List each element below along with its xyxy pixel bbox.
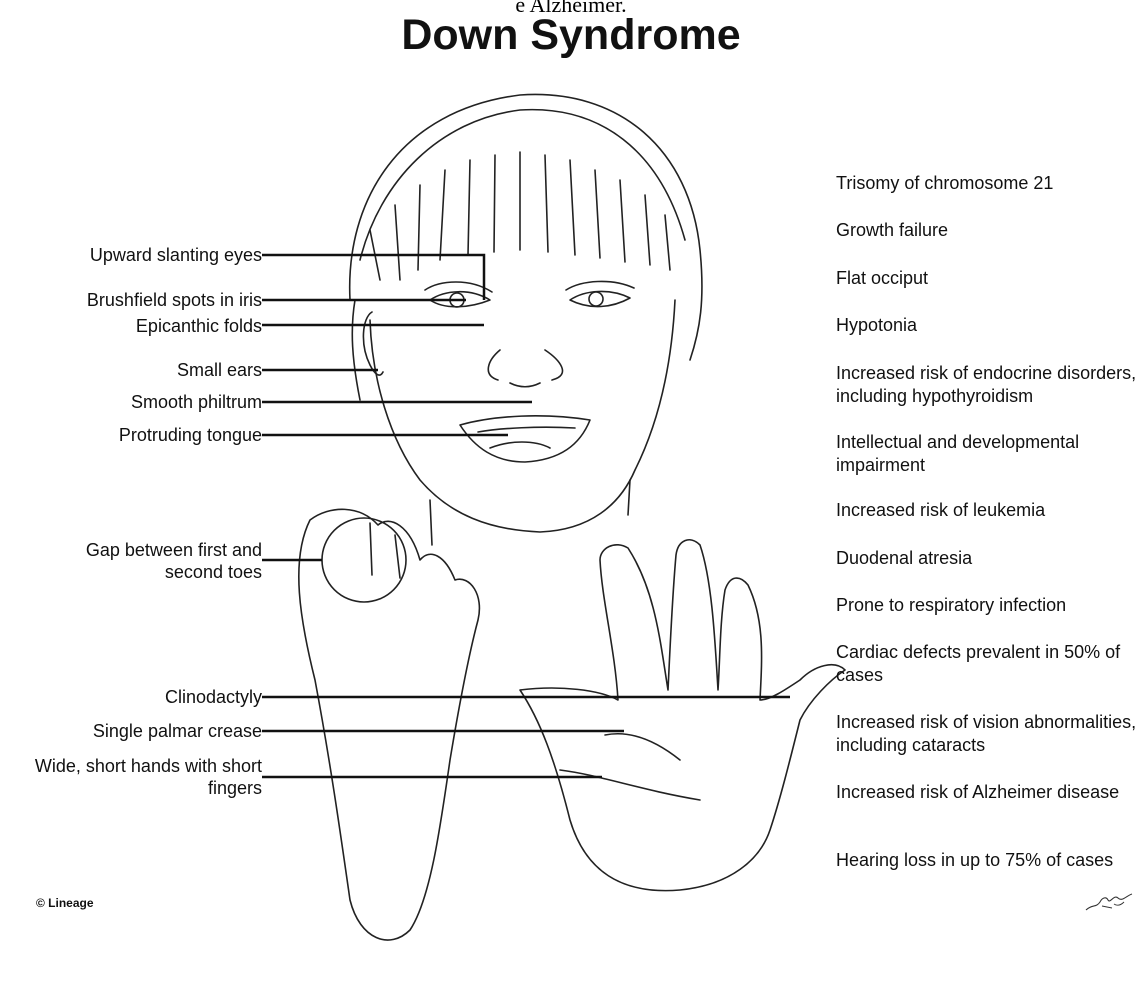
list-item: Hypotonia xyxy=(836,314,1142,337)
list-item: Prone to respiratory infection xyxy=(836,594,1142,617)
label-small-ears: Small ears xyxy=(177,359,262,381)
ear xyxy=(363,312,383,375)
list-item: Trisomy of chromosome 21 xyxy=(836,172,1142,195)
label-brushfield-spots: Brushfield spots in iris xyxy=(87,289,262,311)
leader-upward-slanting-eyes xyxy=(262,255,484,300)
mouth xyxy=(460,416,590,462)
list-item: Growth failure xyxy=(836,219,1142,242)
hair-outline xyxy=(350,94,702,360)
list-item: Increased risk of vision abnormalities, … xyxy=(836,711,1142,757)
label-upward-slanting-eyes: Upward slanting eyes xyxy=(90,244,262,266)
artist-signature xyxy=(1084,890,1134,919)
copyright-credit: © Lineage xyxy=(36,896,94,910)
list-item: Hearing loss in up to 75% of cases xyxy=(836,849,1142,872)
label-smooth-philtrum: Smooth philtrum xyxy=(131,391,262,413)
foot xyxy=(299,509,480,940)
list-item: Cardiac defects prevalent in 50% of case… xyxy=(836,641,1142,687)
label-clinodactyly: Clinodactyly xyxy=(165,686,262,708)
nose xyxy=(488,350,562,387)
label-short-hands: Wide, short hands with short fingers xyxy=(0,755,262,799)
list-item: Increased risk of leukemia xyxy=(836,499,1142,522)
list-item: Increased risk of endocrine disorders, i… xyxy=(836,362,1142,408)
toe-gap-circle xyxy=(322,518,406,602)
list-item: Flat occiput xyxy=(836,267,1142,290)
label-epicanthic-folds: Epicanthic folds xyxy=(136,315,262,337)
label-toe-gap: Gap between first and second toes xyxy=(32,539,262,583)
hand xyxy=(520,540,845,891)
label-single-palmar-crease: Single palmar crease xyxy=(93,720,262,742)
list-item: Increased risk of Alzheimer disease xyxy=(836,781,1142,804)
label-protruding-tongue: Protruding tongue xyxy=(119,424,262,446)
list-item: Duodenal atresia xyxy=(836,547,1142,570)
list-item: Intellectual and developmental impairmen… xyxy=(836,431,1142,477)
